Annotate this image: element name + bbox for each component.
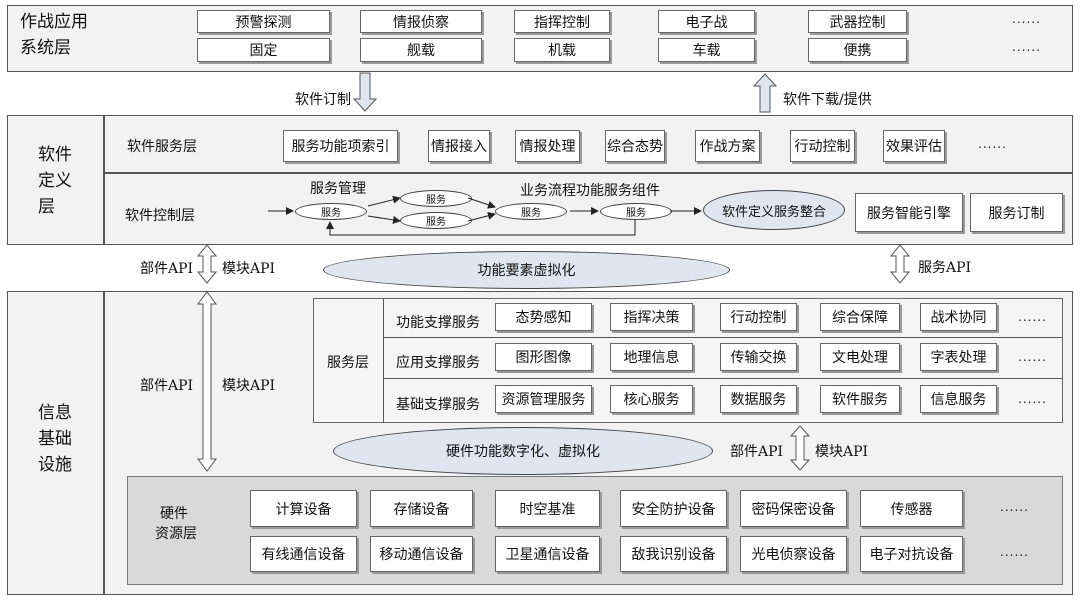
sd-layer-title-line: 定义	[38, 171, 72, 191]
service-node[interactable]: 服务	[400, 190, 472, 207]
part-api-label: 部件API	[730, 444, 784, 460]
divider	[103, 291, 105, 595]
app-layer-title-line-1: 作战应用	[20, 12, 88, 32]
software-customize-arrow	[352, 72, 378, 112]
software-service-box[interactable]: 情报接入	[428, 130, 490, 162]
service-api-double-arrow	[889, 244, 911, 284]
hardware-device-box[interactable]: 计算设备	[250, 490, 357, 527]
hardware-device-box[interactable]: 敌我识别设备	[620, 536, 727, 572]
hardware-device-box[interactable]: 安全防护设备	[620, 490, 727, 527]
service-management-label: 服务管理	[310, 181, 366, 197]
divider	[383, 378, 1063, 379]
api-double-arrow-top-left	[196, 244, 218, 284]
software-service-integration[interactable]: 软件定义服务整合	[703, 190, 845, 230]
service-box[interactable]: 数据服务	[720, 385, 797, 413]
function-virtualization-ellipse: 功能要素虚拟化	[323, 251, 730, 289]
app-item-box[interactable]: 电子战	[658, 10, 755, 33]
software-service-box[interactable]: 服务功能项索引	[283, 130, 398, 162]
software-service-box[interactable]: 综合态势	[605, 130, 665, 162]
service-box[interactable]: 指挥决策	[610, 303, 693, 331]
app-item-box[interactable]: 预警探测	[197, 10, 330, 33]
service-intelligent-engine-box[interactable]: 服务智能引擎	[855, 193, 963, 232]
platform-item-box[interactable]: 车载	[658, 38, 755, 62]
hardware-device-box[interactable]: 传感器	[860, 490, 963, 527]
more-ellipsis: ......	[1012, 12, 1041, 26]
service-box[interactable]: 图形图像	[495, 343, 592, 371]
software-control-layer-label: 软件控制层	[125, 208, 195, 224]
service-box[interactable]: 资源管理服务	[495, 385, 592, 413]
hardware-device-box[interactable]: 有线通信设备	[250, 536, 357, 572]
part-api-label: 部件API	[140, 261, 194, 277]
service-row-label: 应用支撑服务	[396, 355, 480, 371]
hardware-device-box[interactable]: 时空基准	[495, 490, 600, 527]
service-box[interactable]: 文电处理	[820, 343, 900, 371]
more-ellipsis: ......	[978, 137, 1007, 151]
service-node[interactable]: 服务	[295, 203, 367, 220]
hardware-device-box[interactable]: 密码保密设备	[740, 490, 847, 527]
service-box[interactable]: 传输交换	[720, 343, 797, 371]
more-ellipsis: ......	[1018, 350, 1047, 364]
software-download-label: 软件下载/提供	[783, 92, 872, 108]
infra-title-line: 基础	[38, 429, 72, 449]
hardware-device-box[interactable]: 卫星通信设备	[495, 536, 600, 572]
service-box[interactable]: 态势感知	[495, 303, 592, 331]
software-customize-label: 软件订制	[295, 92, 351, 108]
workflow-component-label: 业务流程功能服务组件	[520, 183, 660, 199]
hardware-layer-label-line-2: 资源层	[155, 526, 197, 542]
service-customize-box[interactable]: 服务订制	[970, 193, 1063, 232]
service-box[interactable]: 行动控制	[720, 303, 797, 331]
service-box[interactable]: 字表处理	[920, 343, 997, 371]
module-api-label: 模块API	[222, 261, 276, 277]
service-box[interactable]: 综合保障	[820, 303, 900, 331]
infra-title-line: 信息	[38, 403, 72, 423]
service-box[interactable]: 信息服务	[920, 385, 997, 413]
app-item-box[interactable]: 指挥控制	[514, 10, 610, 33]
service-layer-label: 服务层	[327, 355, 369, 371]
more-ellipsis: ......	[1012, 40, 1041, 54]
platform-item-box[interactable]: 舰载	[360, 38, 482, 62]
more-ellipsis: ......	[1018, 392, 1047, 406]
divider	[383, 337, 1063, 338]
platform-item-box[interactable]: 便携	[808, 38, 907, 62]
service-node[interactable]: 服务	[495, 203, 567, 220]
service-node[interactable]: 服务	[400, 212, 472, 229]
sd-layer-title-line: 层	[38, 197, 55, 217]
service-row-label: 基础支撑服务	[396, 397, 480, 413]
more-ellipsis: ......	[1018, 310, 1047, 324]
hardware-device-box[interactable]: 电子对抗设备	[860, 536, 963, 572]
hardware-virtualization-ellipse: 硬件功能数字化、虚拟化	[333, 427, 713, 475]
service-box[interactable]: 软件服务	[820, 385, 900, 413]
part-api-label: 部件API	[140, 378, 194, 394]
module-api-label: 模块API	[815, 444, 869, 460]
software-service-box[interactable]: 行动控制	[790, 130, 855, 162]
software-service-layer-label: 软件服务层	[127, 139, 197, 155]
more-ellipsis: ......	[1000, 500, 1029, 514]
service-row-label: 功能支撑服务	[396, 315, 480, 331]
divider	[383, 298, 384, 423]
hardware-device-box[interactable]: 存储设备	[370, 490, 473, 527]
service-api-label: 服务API	[918, 260, 972, 276]
module-api-label: 模块API	[222, 378, 276, 394]
app-item-box[interactable]: 情报侦察	[360, 10, 482, 33]
service-box[interactable]: 战术协同	[920, 303, 997, 331]
hardware-device-box[interactable]: 光电侦察设备	[740, 536, 847, 572]
hardware-layer-label-line-1: 硬件	[160, 506, 188, 522]
app-item-box[interactable]: 武器控制	[808, 10, 907, 33]
sd-layer-title-line: 软件	[38, 145, 72, 165]
software-service-box[interactable]: 情报处理	[515, 130, 580, 162]
software-service-box[interactable]: 作战方案	[695, 130, 760, 162]
platform-item-box[interactable]: 机载	[514, 38, 610, 62]
hardware-device-box[interactable]: 移动通信设备	[370, 536, 473, 572]
app-layer-title-line-2: 系统层	[20, 38, 71, 58]
service-box[interactable]: 地理信息	[610, 343, 693, 371]
service-box[interactable]: 核心服务	[610, 385, 693, 413]
service-node[interactable]: 服务	[600, 203, 672, 220]
divider	[103, 172, 1073, 174]
more-ellipsis: ......	[1000, 545, 1029, 559]
software-service-box[interactable]: 效果评估	[883, 130, 945, 162]
software-download-arrow	[752, 73, 778, 113]
infra-title-line: 设施	[38, 455, 72, 475]
divider	[103, 115, 105, 245]
platform-item-box[interactable]: 固定	[197, 38, 330, 62]
